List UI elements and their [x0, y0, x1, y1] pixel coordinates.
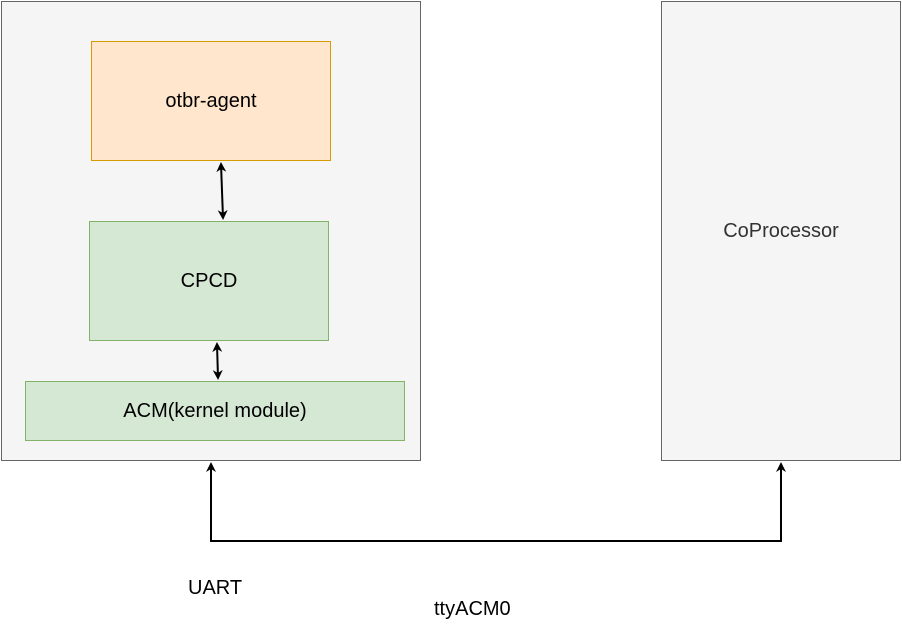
ttyacm0-label: ttyACM0 [434, 598, 511, 620]
coprocessor-label: CoProcessor [723, 219, 839, 242]
coprocessor-box: CoProcessor [661, 1, 901, 461]
cpcd-box: CPCD [89, 221, 329, 341]
uart-connection-arrow [206, 462, 786, 542]
cpcd-label: CPCD [180, 269, 238, 292]
otbr-agent-box: otbr-agent [91, 41, 331, 161]
uart-label: UART [188, 577, 243, 599]
acm-kernel-module-box: ACM(kernel module) [25, 381, 405, 441]
cpcd-acm-arrow [212, 342, 223, 380]
otbr-agent-label: otbr-agent [165, 89, 257, 112]
agent-cpcd-arrow [216, 162, 228, 220]
acm-label: ACM(kernel module) [123, 399, 307, 422]
